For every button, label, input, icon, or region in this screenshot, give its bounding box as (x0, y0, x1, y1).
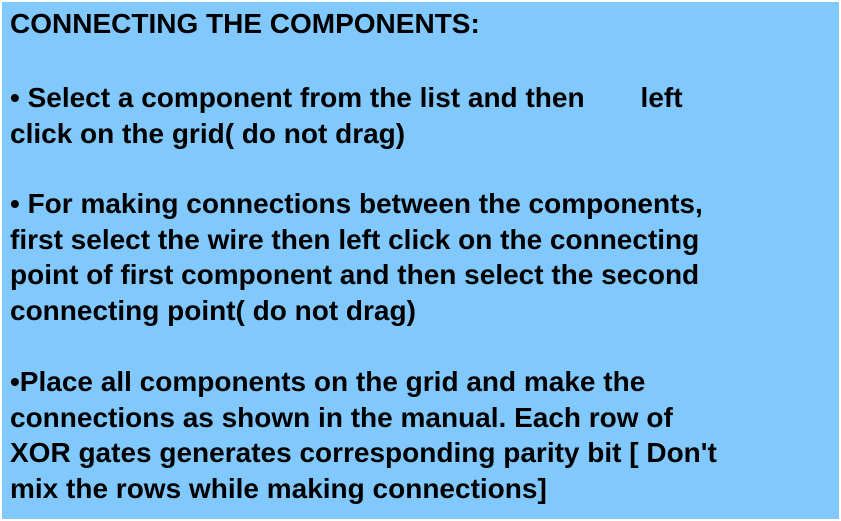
text-line: •Place all components on the grid and ma… (10, 366, 646, 397)
instruction-make-connections: • For making connections between the com… (10, 186, 831, 328)
text-line: connecting point( do not drag) (10, 294, 416, 326)
text-fragment: • Select a component from the list and t… (10, 82, 585, 113)
instruction-place-components: •Place all components on the grid and ma… (10, 364, 831, 506)
text-line: XOR gates generates corresponding parity… (10, 437, 717, 468)
instruction-select-component: • Select a component from the list and t… (10, 80, 831, 151)
text-fragment: left (640, 82, 683, 113)
slide-title: CONNECTING THE COMPONENTS: (10, 8, 480, 39)
text-line: • For making connections between the com… (10, 188, 703, 219)
text-line: • Select a component from the list and t… (10, 80, 831, 116)
text-line: mix the rows while making connections] (10, 472, 547, 504)
text-line: click on the grid( do not drag) (10, 117, 406, 149)
text-line: connections as shown in the manual. Each… (10, 401, 673, 433)
text-line: point of first component and then select… (10, 259, 700, 290)
text-line: first select the wire then left click on… (10, 223, 700, 255)
